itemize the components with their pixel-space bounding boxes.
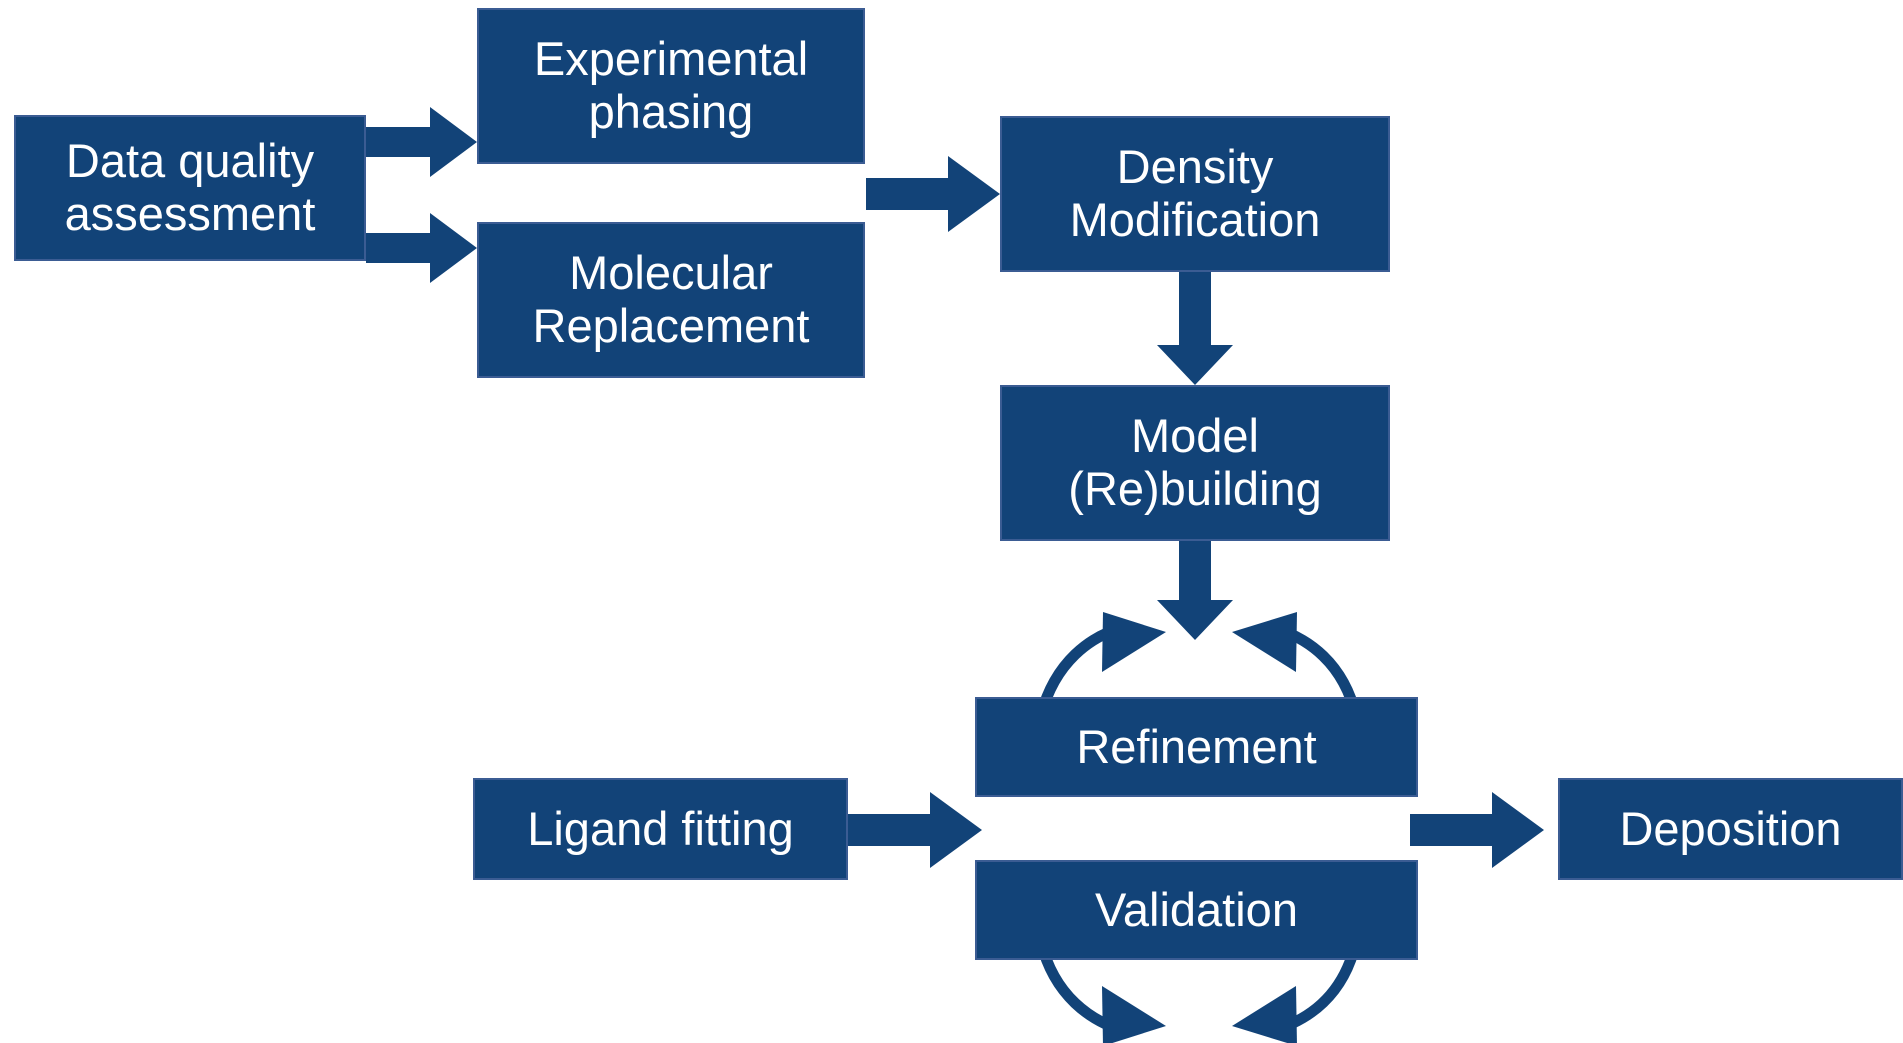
node-experimental-phasing[interactable]: Experimental phasing bbox=[477, 8, 865, 164]
arrow-data-quality-to-experimental bbox=[366, 107, 477, 177]
arrow-ligand-to-cycle bbox=[848, 792, 982, 868]
node-model-rebuilding[interactable]: Model (Re)building bbox=[1000, 385, 1390, 541]
cycle-loop-arrowheads bbox=[1102, 612, 1297, 1043]
node-density-modification[interactable]: Density Modification bbox=[1000, 116, 1390, 272]
arrow-data-quality-to-molecular bbox=[366, 213, 477, 283]
node-validation[interactable]: Validation bbox=[975, 860, 1418, 960]
node-refinement[interactable]: Refinement bbox=[975, 697, 1418, 797]
arrow-cycle-to-deposition bbox=[1410, 792, 1544, 868]
node-deposition[interactable]: Deposition bbox=[1558, 778, 1903, 880]
arrow-density-to-model bbox=[1157, 272, 1233, 385]
arrow-phasing-to-density bbox=[866, 156, 1000, 232]
node-data-quality-assessment[interactable]: Data quality assessment bbox=[14, 115, 366, 261]
node-molecular-replacement[interactable]: Molecular Replacement bbox=[477, 222, 865, 378]
node-ligand-fitting[interactable]: Ligand fitting bbox=[473, 778, 848, 880]
arrow-model-to-cycle bbox=[1157, 541, 1233, 640]
cycle-loop-arrows bbox=[1035, 620, 1362, 1038]
